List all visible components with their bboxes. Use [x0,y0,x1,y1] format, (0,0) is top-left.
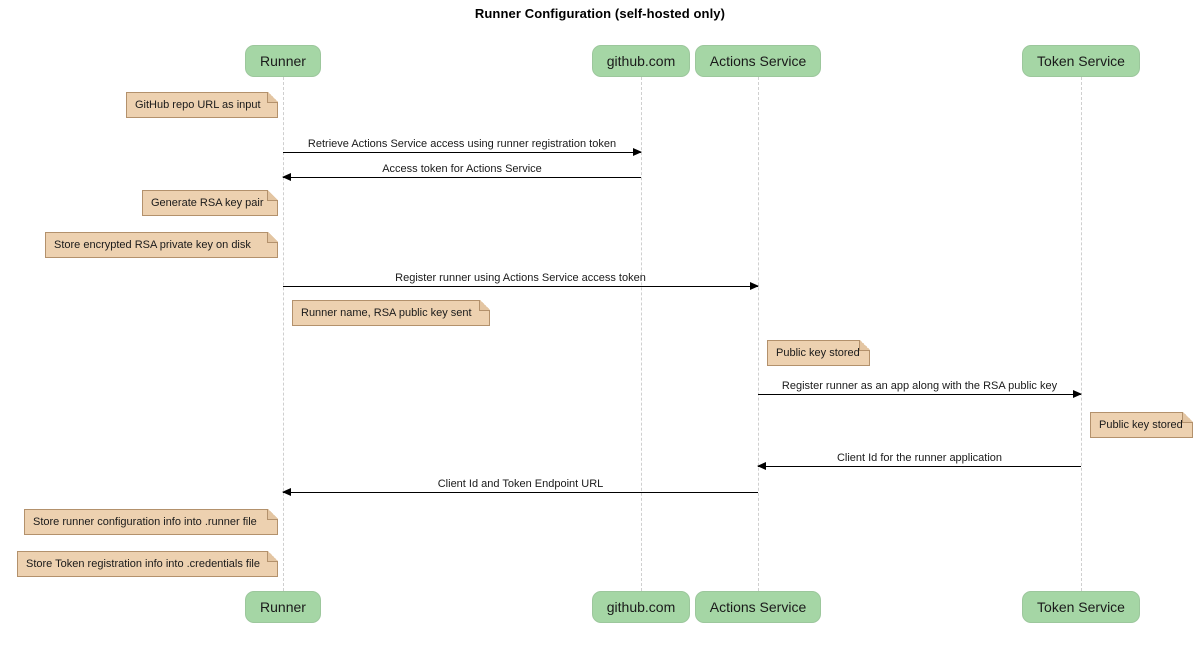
participant-token-bottom[interactable]: Token Service [1022,591,1140,623]
note-fold-corner-icon [859,340,870,351]
note-text: Store encrypted RSA private key on disk [54,239,251,251]
participant-label: Token Service [1037,599,1125,615]
arrowhead-icon [750,282,759,290]
note-fold-corner-icon [479,300,490,311]
lifeline-runner [283,77,284,591]
note-generate-rsa: Generate RSA key pair [142,190,278,216]
note-fold-corner-icon [267,509,278,520]
participant-label: Runner [260,53,306,69]
participant-label: github.com [606,53,676,69]
participant-label: Actions Service [709,53,807,69]
arrowhead-icon [757,462,766,470]
lifeline-github [641,77,642,591]
msg-client-id: Client Id for the runner application [757,452,1081,470]
message-label: Retrieve Actions Service access using ru… [307,138,617,150]
participant-github-bottom[interactable]: github.com [591,591,691,623]
note-store-token-registration: Store Token registration info into .cred… [17,551,278,577]
note-fold-corner-icon [267,551,278,562]
note-token-pubkey-stored: Public key stored [1090,412,1193,438]
note-text: Store runner configuration info into .ru… [33,516,257,528]
note-fold-corner-icon [267,190,278,201]
participant-label: github.com [606,599,676,615]
note-store-runner-config: Store runner configuration info into .ru… [24,509,278,535]
note-github-repo-url: GitHub repo URL as input [126,92,278,118]
arrowhead-icon [282,488,291,496]
note-fold-corner-icon [267,232,278,243]
note-fold-corner-icon [267,92,278,103]
message-label: Access token for Actions Service [382,163,542,175]
note-text: Public key stored [776,347,860,359]
note-fold-corner-icon [1182,412,1193,423]
message-label: Client Id for the runner application [836,452,1003,464]
msg-retrieve-actions-access: Retrieve Actions Service access using ru… [283,138,642,156]
participant-runner-top[interactable]: Runner [245,45,321,77]
msg-access-token: Access token for Actions Service [282,163,641,181]
note-text: GitHub repo URL as input [135,99,261,111]
participant-actions-top[interactable]: Actions Service [694,45,822,77]
lifeline-token [1081,77,1082,591]
note-runner-name-pubkey: Runner name, RSA public key sent [292,300,490,326]
msg-client-id-token-endpoint: Client Id and Token Endpoint URL [282,478,758,496]
page-title: Runner Configuration (self-hosted only) [474,6,726,21]
participant-github-top[interactable]: github.com [591,45,691,77]
participant-runner-bottom[interactable]: Runner [245,591,321,623]
arrowhead-icon [282,173,291,181]
msg-register-runner-app: Register runner as an app along with the… [758,380,1082,398]
note-store-private-key: Store encrypted RSA private key on disk [45,232,278,258]
arrowhead-icon [633,148,642,156]
message-label: Client Id and Token Endpoint URL [437,478,604,490]
participant-label: Token Service [1037,53,1125,69]
note-text: Generate RSA key pair [151,197,264,209]
message-label: Register runner as an app along with the… [781,380,1058,392]
message-label: Register runner using Actions Service ac… [395,272,646,284]
msg-register-runner: Register runner using Actions Service ac… [283,272,759,290]
participant-label: Runner [260,599,306,615]
note-text: Public key stored [1099,419,1183,431]
participant-actions-bottom[interactable]: Actions Service [694,591,822,623]
participant-label: Actions Service [709,599,807,615]
arrowhead-icon [1073,390,1082,398]
participant-token-top[interactable]: Token Service [1022,45,1140,77]
note-text: Runner name, RSA public key sent [301,307,472,319]
note-actions-pubkey-stored: Public key stored [767,340,870,366]
note-text: Store Token registration info into .cred… [26,558,260,570]
lifeline-actions [758,77,759,591]
